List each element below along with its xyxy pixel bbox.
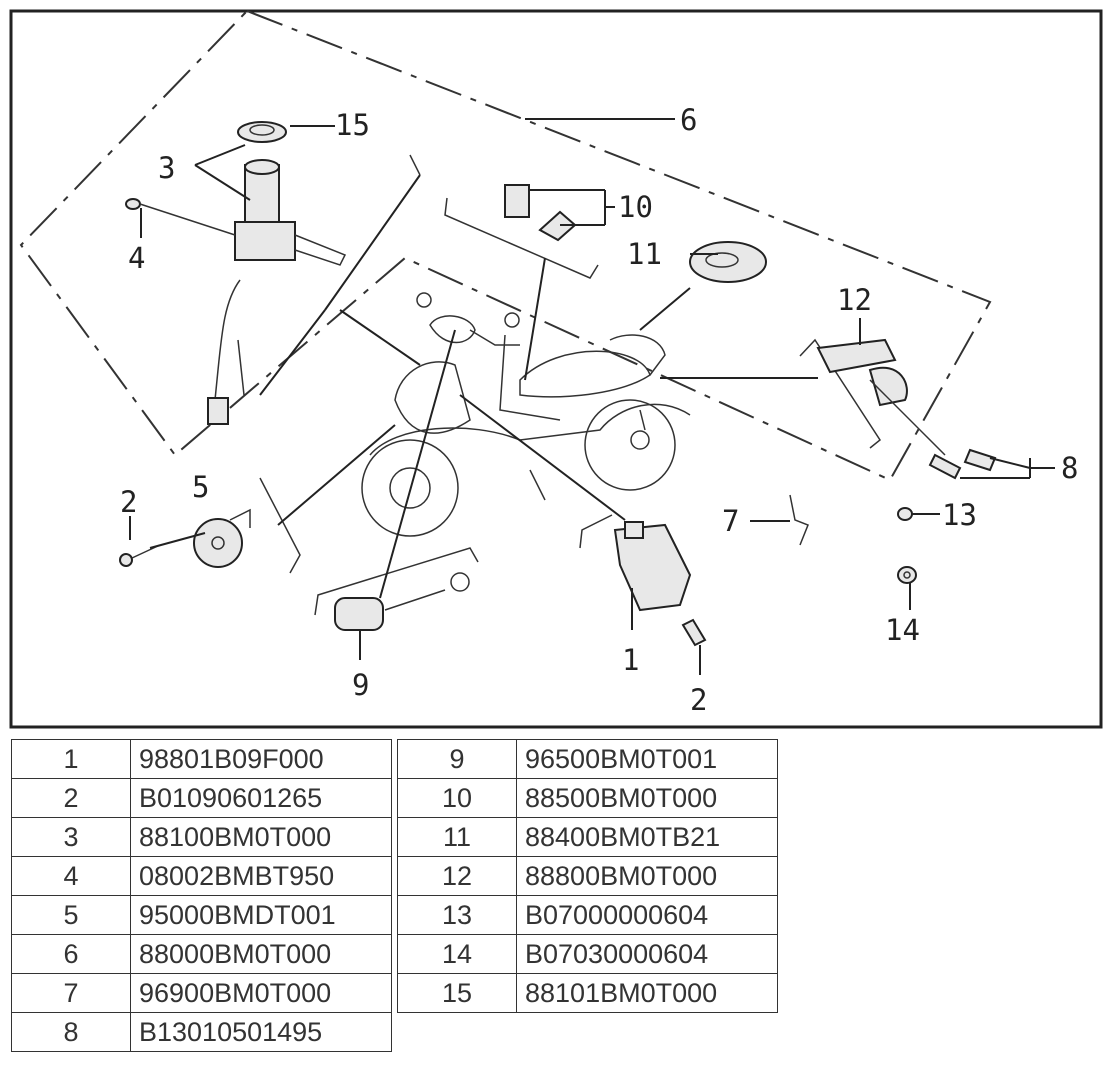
- part-2-bolt-left: [119, 544, 161, 567]
- part-index: 4: [11, 856, 131, 896]
- assembly-boundary: [19, 10, 992, 482]
- part-index: 6: [11, 934, 131, 974]
- callout-2-right: 2: [690, 683, 707, 717]
- part-10-lock-set: [504, 184, 577, 242]
- part-index: 10: [397, 778, 517, 818]
- callout-5: 5: [192, 470, 209, 504]
- bracket-switch: [314, 547, 479, 616]
- part-4-bolt: [125, 198, 236, 236]
- part-8-bulbs: [869, 379, 997, 480]
- part-index: 1: [11, 739, 131, 779]
- part-index: 12: [397, 856, 517, 896]
- callout-11: 11: [627, 237, 662, 271]
- bracket-relay: [799, 338, 881, 449]
- part-index: 3: [11, 817, 131, 857]
- callout-4: 4: [128, 241, 145, 275]
- diagram-frame: [9, 9, 1103, 729]
- part-9-switch: [334, 572, 470, 631]
- part-code: 88400BM0TB21: [516, 817, 778, 857]
- part-code: 88100BM0T000: [130, 817, 392, 857]
- callout-9: 9: [352, 668, 369, 702]
- part-code: 08002BMBT950: [130, 856, 392, 896]
- part-index: 15: [397, 973, 517, 1013]
- part-15-cover: [237, 121, 287, 143]
- bracket-ignition: [409, 154, 421, 176]
- callout-8: 8: [1061, 451, 1078, 485]
- callout-10: 10: [618, 190, 653, 224]
- callout-2-left: 2: [120, 485, 137, 519]
- callout-13: 13: [942, 498, 977, 532]
- part-code: 98801B09F000: [130, 739, 392, 779]
- exploded-parts-diagram: 15 3 4 6 10 11 12 8 7 13 14 1 2 2 5 9: [9, 9, 1103, 729]
- part-1-cdi-unit: [613, 521, 692, 612]
- part-index: 2: [11, 778, 131, 818]
- callout-14: 14: [885, 613, 920, 647]
- part-code: 96900BM0T000: [130, 973, 392, 1013]
- part-code: 88500BM0T000: [516, 778, 778, 818]
- bracket-lock: [444, 197, 599, 279]
- part-7-wire: [789, 494, 809, 546]
- part-code: B01090601265: [130, 778, 392, 818]
- part-12-bracket: [816, 338, 908, 407]
- part-3-ignition-switch: [207, 159, 347, 425]
- part-index: 13: [397, 895, 517, 935]
- part-index: 5: [11, 895, 131, 935]
- part-code: B07000000604: [516, 895, 778, 935]
- part-code: B07030000604: [516, 934, 778, 974]
- part-5-horn: [193, 508, 251, 568]
- part-13-washer: [897, 507, 913, 521]
- part-index: 8: [11, 1012, 131, 1052]
- part-index: 14: [397, 934, 517, 974]
- part-index: 9: [397, 739, 517, 779]
- callout-15: 15: [335, 108, 370, 142]
- part-code: 88000BM0T000: [130, 934, 392, 974]
- callout-3: 3: [158, 151, 175, 185]
- part-index: 7: [11, 973, 131, 1013]
- bracket-horn: [259, 477, 301, 574]
- callout-7: 7: [722, 504, 739, 538]
- callout-12: 12: [837, 283, 872, 317]
- part-2-bolt-right: [681, 618, 707, 647]
- callout-6: 6: [680, 103, 697, 137]
- part-code: 95000BMDT001: [130, 895, 392, 935]
- bracket-cdi: [579, 514, 613, 549]
- part-code: 96500BM0T001: [516, 739, 778, 779]
- part-11-cover: [689, 241, 767, 283]
- part-code: 88800BM0T000: [516, 856, 778, 896]
- part-14-nut: [897, 566, 917, 584]
- leader-lines: [129, 118, 1055, 675]
- part-code: B13010501495: [130, 1012, 392, 1052]
- callout-1: 1: [622, 643, 639, 677]
- part-index: 11: [397, 817, 517, 857]
- part-code: 88101BM0T000: [516, 973, 778, 1013]
